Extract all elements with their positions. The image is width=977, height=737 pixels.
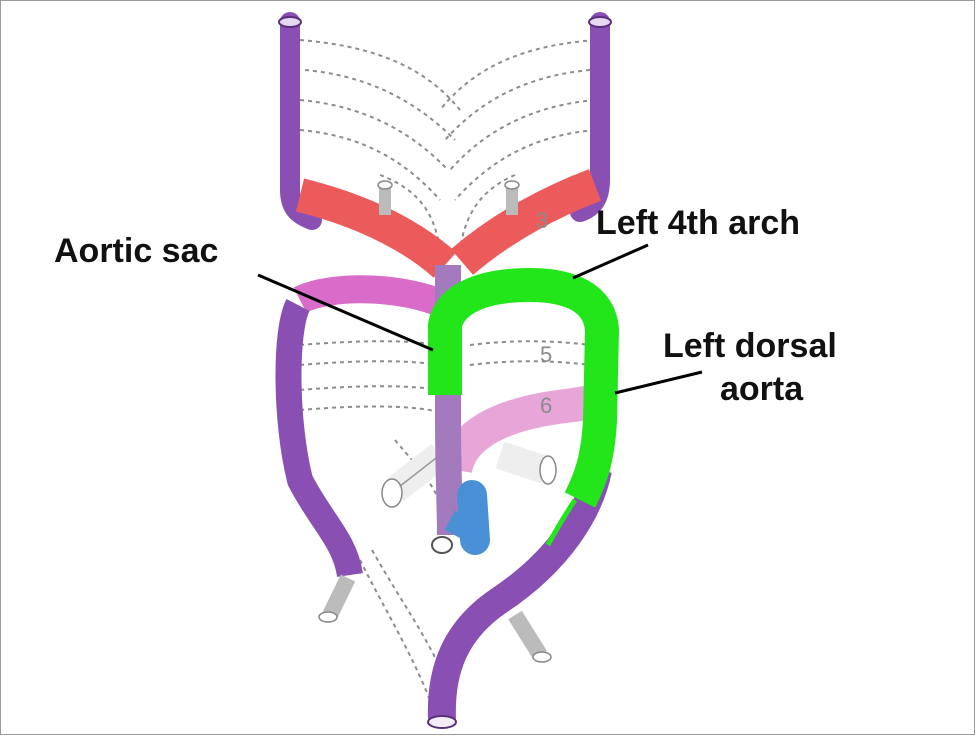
label-aortic-sac: Aortic sac (54, 232, 218, 270)
left-dorsal-aorta-leader (615, 372, 702, 393)
arch-number-6: 6 (540, 393, 552, 418)
arch3-branch-stubs (378, 181, 519, 215)
label-left-4th-arch: Left 4th arch (596, 204, 800, 242)
label-left-dorsal-aorta-line2: aorta (720, 370, 804, 408)
arch-number-3: 3 (536, 208, 548, 233)
left-subclavian-stub (515, 615, 551, 662)
arch-number-5: 5 (540, 342, 552, 367)
label-left-dorsal-aorta-line1: Left dorsal (663, 327, 837, 365)
third-arch (300, 185, 595, 265)
left-4th-arch-leader (573, 245, 648, 278)
right-dorsal-aorta (288, 305, 350, 575)
right-subclavian-stub (319, 578, 348, 622)
aorta-opening (428, 716, 456, 728)
